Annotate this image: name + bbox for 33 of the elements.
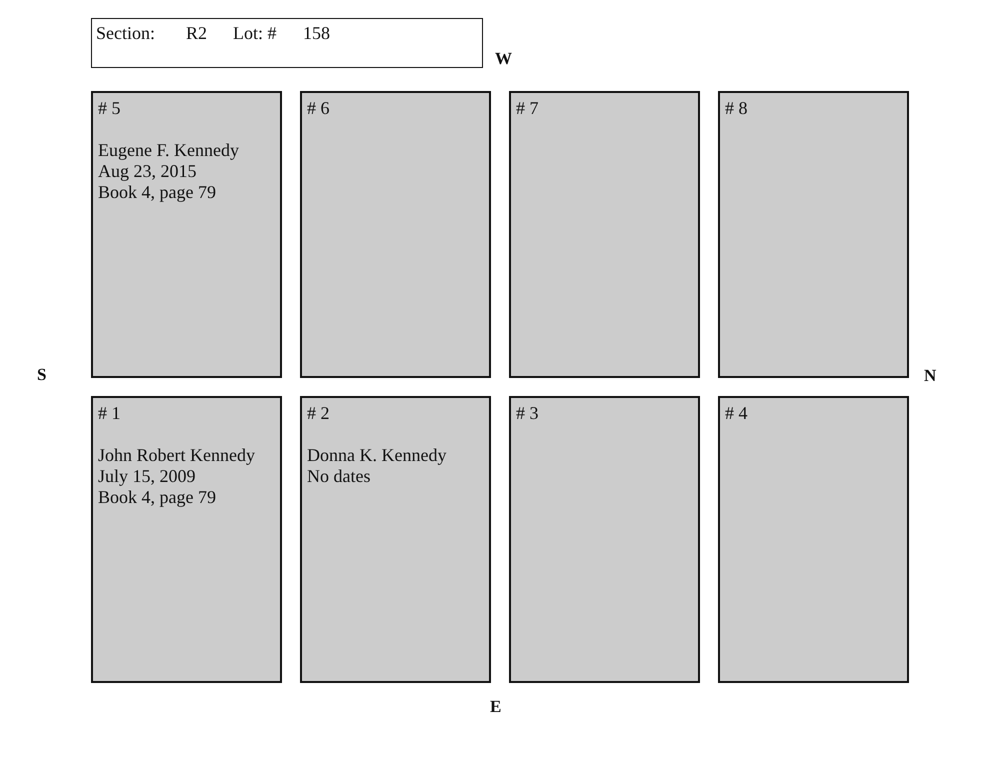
grave-plot-box — [718, 91, 909, 378]
grave-plot-box — [300, 91, 491, 378]
plot-entry: July 15, 2009 — [98, 466, 196, 487]
header-field: Lot: # — [233, 23, 276, 44]
compass-label: N — [924, 366, 936, 386]
plot-entry: Donna K. Kennedy — [307, 445, 446, 466]
plot-entry: Eugene F. Kennedy — [98, 140, 240, 161]
plot-number: # 3 — [516, 403, 538, 424]
plot-number: # 2 — [307, 403, 330, 424]
header-box — [91, 18, 483, 68]
plot-entry: No dates — [307, 466, 370, 487]
plot-number: # 4 — [725, 403, 748, 424]
plot-entry: John Robert Kennedy — [98, 445, 255, 466]
header-field: R2 — [186, 23, 208, 44]
header-field: Section: — [96, 23, 155, 44]
compass-label: S — [37, 365, 46, 385]
plot-entry: Book 4, page 79 — [98, 487, 216, 508]
grave-plot-box — [509, 396, 700, 683]
plot-number: # 7 — [516, 98, 538, 119]
grave-plot-box — [718, 396, 909, 683]
plot-entry: Aug 23, 2015 — [98, 161, 196, 182]
plot-number: # 1 — [98, 403, 120, 424]
compass-label: E — [490, 697, 502, 717]
plot-number: # 5 — [98, 98, 120, 119]
grave-plot-box — [91, 91, 282, 378]
grave-plot-box — [509, 91, 700, 378]
plot-entry: Book 4, page 79 — [98, 182, 216, 203]
grave-plot-box — [300, 396, 491, 683]
header-field: 158 — [303, 23, 330, 44]
compass-label: W — [495, 49, 512, 69]
grave-plot-box — [91, 396, 282, 683]
plot-number: # 6 — [307, 98, 330, 119]
plot-number: # 8 — [725, 98, 748, 119]
